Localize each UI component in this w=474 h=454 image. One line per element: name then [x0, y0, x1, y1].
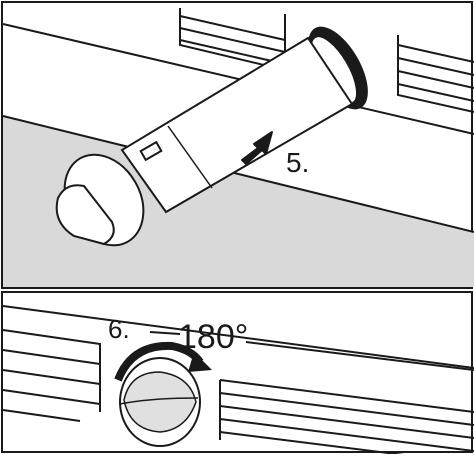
step-6-label: 6. [108, 314, 130, 344]
rotation-angle-label: 180° [178, 318, 248, 356]
knob-face [123, 371, 197, 433]
cartridge-latch [139, 140, 163, 162]
angle-leader-line [245, 341, 474, 371]
cartridge-seam [167, 125, 213, 189]
arrow-right-icon [241, 131, 273, 165]
step-5-label: 5. [286, 147, 309, 178]
panel-rotate: 6. 180° [1, 291, 474, 454]
cartridge-grip [55, 184, 115, 246]
cartridge-body [120, 36, 354, 214]
filter-cartridge [55, 26, 368, 247]
knob-grip-line [119, 397, 199, 405]
panel-install: 5. [1, 1, 474, 289]
filter-knob [119, 357, 201, 447]
step-6-dash [149, 331, 181, 335]
vent-grille-top-right [397, 35, 474, 113]
vent-grille-bottom-right [219, 379, 474, 454]
rotate-clockwise-icon [114, 341, 212, 382]
panel-rotate-wall-line [2, 305, 474, 369]
panel-rotate-frame [1, 291, 473, 453]
shelf-edge [2, 115, 474, 233]
vent-grille-bottom-left [2, 329, 101, 422]
